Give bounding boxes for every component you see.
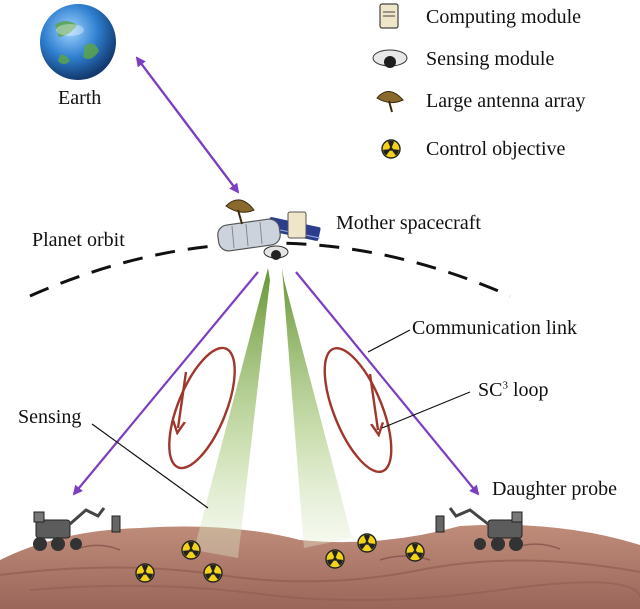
sc3-loop-tail: loop: [508, 379, 549, 401]
control-objective-icon: [326, 550, 344, 568]
comm-link-leader: [368, 330, 410, 352]
legend-antenna-label: Large antenna array: [426, 91, 586, 111]
antenna-array-icon: [377, 91, 403, 112]
daughter-probe-label: Daughter probe: [492, 479, 617, 499]
sensing-module-icon: [373, 50, 407, 68]
control-objective-icon: [382, 140, 400, 158]
sensing-beam-left: [194, 268, 270, 558]
control-objective-icon: [136, 564, 154, 582]
legend-control-label: Control objective: [426, 139, 565, 159]
satellite-icon: [216, 200, 320, 260]
control-objective-icon: [182, 541, 200, 559]
control-objective-icon: [204, 564, 222, 582]
mother-spacecraft-label: Mother spacecraft: [336, 213, 481, 233]
sensing-beam-right: [282, 268, 352, 548]
sensing-label: Sensing: [18, 407, 81, 427]
legend-computing-label: Computing module: [426, 7, 581, 27]
earth-label: Earth: [58, 88, 101, 108]
planet-orbit-label: Planet orbit: [32, 230, 125, 250]
sc3-loop-leader: [382, 392, 470, 428]
earth-link-arrow-back: [137, 58, 238, 192]
legend-sensing-label: Sensing module: [426, 49, 554, 69]
computing-module-icon: [380, 4, 398, 28]
communication-link-label: Communication link: [412, 318, 577, 338]
sc3-loop-base: SC: [478, 379, 502, 401]
control-objective-icon: [406, 543, 424, 561]
control-objective-icon: [358, 534, 376, 552]
earth-icon: [40, 4, 116, 80]
sc3-loop-label: SC3 loop: [478, 380, 549, 400]
